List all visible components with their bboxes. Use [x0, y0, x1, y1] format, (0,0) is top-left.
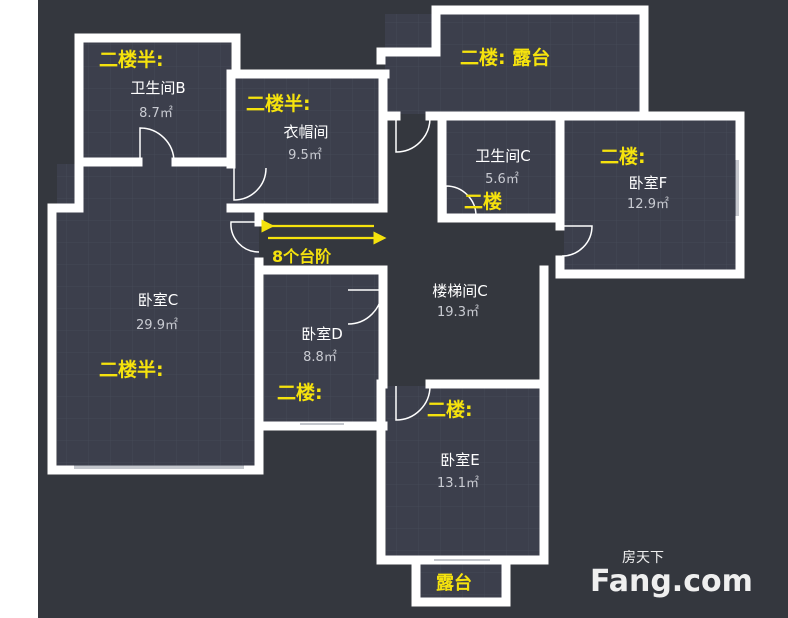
bed-f-name: 卧室F: [629, 174, 668, 192]
balcony-label: 露台: [436, 572, 472, 594]
bed-e-area: 13.1㎡: [437, 476, 479, 491]
walls: [47, 5, 745, 607]
bed-e-floor-label: 二楼:: [427, 398, 473, 421]
bath-b-floor-label: 二楼半:: [99, 48, 164, 71]
door-bed-f: [561, 225, 593, 257]
stair-area: 19.3㎡: [437, 305, 479, 320]
room-bed-f-grid: [564, 118, 737, 270]
room-bed-e-grid: [386, 386, 540, 556]
room-bath-c-grid: [446, 120, 558, 214]
stair-name: 楼梯间C: [432, 282, 487, 300]
wall-bed-f: [555, 111, 745, 279]
room-bed-d-grid: [264, 274, 382, 422]
bed-c-name: 卧室C: [138, 291, 178, 309]
bath-c-name: 卫生间C: [475, 147, 530, 165]
wall-bath-c: [437, 111, 565, 223]
bath-c-area: 5.6㎡: [485, 172, 519, 187]
windows: [74, 160, 739, 561]
door-bed-e: [395, 385, 431, 421]
watermark-brand: Fang.com: [590, 564, 753, 599]
bed-e-name: 卧室E: [440, 451, 479, 469]
room-terrace-grid: [385, 14, 641, 114]
left-margin: [0, 0, 38, 618]
bed-f-area: 12.9㎡: [627, 197, 669, 212]
door-bath-b: [139, 127, 175, 163]
door-terrace: [395, 117, 431, 153]
wall-balcony: [411, 555, 511, 607]
wall-left-outer: [47, 203, 263, 475]
wall-bath-b: [74, 33, 241, 79]
labels: 二楼半: 卫生间B 8.7㎡ 二楼半: 衣帽间 9.5㎡ 二楼: 露台 卫生间C…: [99, 46, 669, 594]
door-bath-c: [445, 185, 477, 217]
room-fills: [57, 14, 737, 598]
doors: [139, 117, 593, 421]
room-bath-b-grid: [83, 42, 231, 164]
door-cloak: [233, 167, 267, 201]
bath-b-name: 卫生间B: [130, 79, 185, 97]
bed-d-name: 卧室D: [301, 325, 343, 343]
watermark-cn: 房天下: [622, 550, 664, 566]
cloak-name: 衣帽间: [283, 123, 328, 141]
bath-c-floor-label: 二楼: [464, 190, 502, 213]
door-bed-c: [230, 221, 260, 253]
bath-b-area: 8.7㎡: [139, 106, 173, 121]
bed-d-floor-label: 二楼:: [277, 381, 323, 404]
bed-c-area: 29.9㎡: [136, 318, 178, 333]
steps-arrow: [261, 219, 387, 245]
watermark: 房天下 Fang.com: [590, 550, 753, 599]
bed-f-floor-label: 二楼:: [600, 145, 646, 168]
bed-c-floor-label: 二楼半:: [99, 358, 164, 381]
steps-label: 8个台阶: [272, 247, 332, 266]
room-bed-c-grid: [57, 164, 259, 466]
cloak-area: 9.5㎡: [288, 148, 322, 163]
wall-left-step: [47, 159, 84, 213]
door-bed-d: [347, 289, 383, 325]
terrace-label: 二楼: 露台: [460, 46, 550, 69]
wall-bed-e: [376, 379, 549, 565]
bed-d-area: 8.8㎡: [303, 350, 337, 365]
wall-terrace: [376, 5, 649, 121]
cloak-floor-label: 二楼半:: [246, 92, 311, 115]
